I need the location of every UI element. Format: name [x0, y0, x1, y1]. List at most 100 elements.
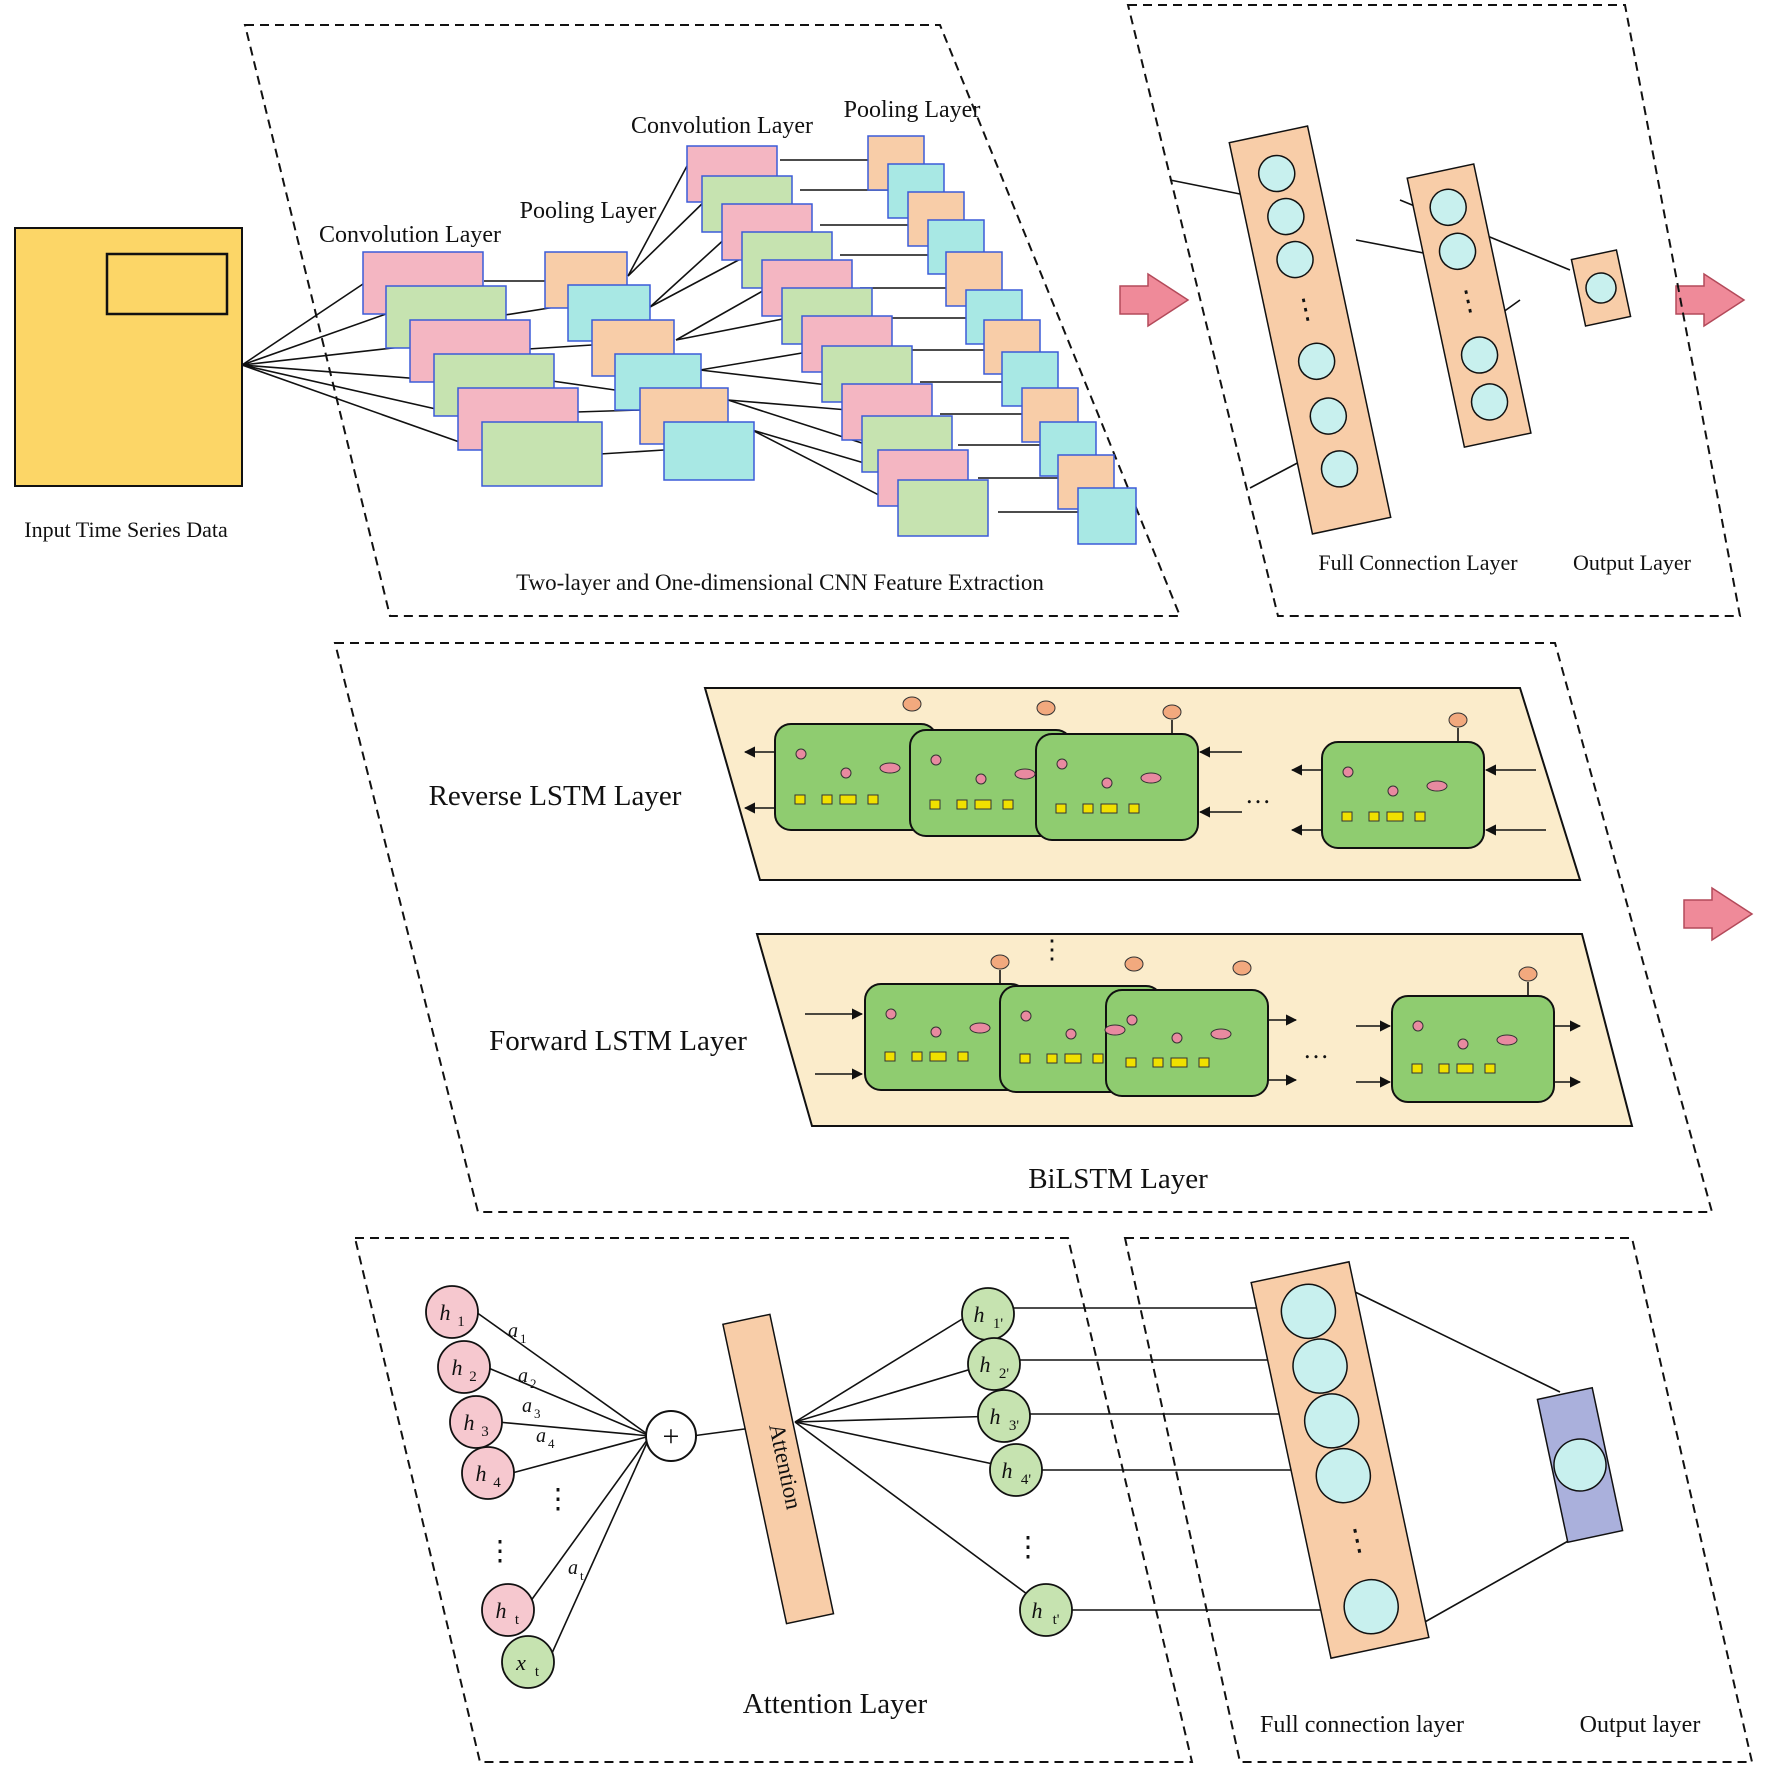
conv2-feature-map	[897, 479, 989, 537]
sum-node	[645, 1410, 697, 1462]
neuron	[1292, 1338, 1348, 1394]
forward-lstm-cells: … ⋮	[805, 935, 1582, 1103]
lstm-cell	[1035, 733, 1199, 841]
cnn-dashed-frame	[243, 24, 1182, 617]
input-node: x t	[501, 1635, 555, 1689]
forward-lstm-label: Forward LSTM Layer	[489, 1025, 747, 1057]
node-symbol: h	[990, 1404, 1001, 1429]
node-symbol: h	[1002, 1458, 1013, 1483]
lstm-output-node	[1124, 956, 1144, 972]
node-symbol: h	[1032, 1598, 1043, 1623]
weight-subscript: 1	[520, 1331, 527, 1346]
neuron	[1429, 188, 1467, 227]
lstm-output-node	[990, 954, 1010, 970]
weight-subscript: 3	[534, 1406, 541, 1421]
node-subscript: 1'	[993, 1316, 1004, 1332]
neuron	[1257, 154, 1296, 193]
hidden-state-node: h 2	[437, 1340, 491, 1394]
attention-input-lines	[475, 1311, 1036, 1663]
output-neuron	[1585, 272, 1617, 304]
node-symbol: h	[452, 1355, 463, 1380]
node-subscript: 1	[457, 1314, 465, 1330]
input-data-label: Input Time Series Data	[24, 517, 228, 542]
node-subscript: 2	[469, 1369, 477, 1385]
output-neuron	[1553, 1438, 1607, 1492]
fc-top-vdots: ⋮	[1451, 284, 1485, 320]
node-symbol: h	[476, 1461, 487, 1486]
weight-symbol: a	[518, 1365, 528, 1387]
node-symbol: h	[980, 1352, 991, 1377]
lstm-output-node	[1162, 704, 1182, 720]
fc-top-vdots: ⋮	[1289, 292, 1323, 328]
hidden-state-node: h 4	[461, 1446, 515, 1500]
node-subscript: t'	[1053, 1612, 1060, 1628]
hidden-state-node: h 1	[425, 1285, 479, 1339]
fc-bottom-dashed-frame	[1123, 1237, 1754, 1763]
attention-dashed-frame	[353, 1237, 1194, 1763]
node-subscript: 4	[493, 1475, 501, 1491]
cnn-caption: Two-layer and One-dimensional CNN Featur…	[516, 570, 1044, 595]
weight-symbol: a	[568, 1557, 578, 1579]
node-subscript: t	[515, 1612, 520, 1628]
conv-layer-1-stack	[362, 251, 603, 487]
conv-layer-2-stack	[686, 145, 989, 537]
flow-arrow-3	[1683, 886, 1754, 942]
fc-top-output	[1570, 249, 1632, 327]
lstm-cell	[1105, 989, 1269, 1097]
attention-weights: a 1 a 2 a 3 a 4 a t	[508, 1320, 584, 1583]
weighted-state-node: h t'	[1019, 1583, 1073, 1637]
pool-layer-1-stack	[544, 251, 755, 481]
input-window-box	[105, 252, 229, 316]
weight-symbol: a	[536, 1425, 546, 1447]
lstm-cell	[1391, 995, 1555, 1103]
input-data-box	[14, 227, 243, 487]
weight-subscript: t	[580, 1568, 584, 1583]
cnn-section: Input Time Series Data	[14, 24, 1182, 617]
node-subscript: 2'	[999, 1366, 1010, 1382]
sum-symbol: +	[663, 1420, 680, 1453]
weighted-state-node: h 4'	[989, 1443, 1043, 1497]
weighted-state-node: h 3'	[977, 1389, 1031, 1443]
fc-bottom-vdots: ⋮	[1339, 1521, 1375, 1560]
hidden-state-node: h t	[481, 1583, 535, 1637]
fc-top-label: Full Connection Layer	[1318, 550, 1518, 575]
neuron	[1320, 450, 1359, 488]
lstm-output-node	[902, 696, 922, 712]
neuron	[1309, 397, 1348, 435]
node-symbol: h	[464, 1410, 475, 1435]
output-top-label: Output Layer	[1573, 550, 1692, 575]
bilstm-label: BiLSTM Layer	[1028, 1163, 1208, 1195]
input-fan-lines	[241, 283, 483, 451]
fc-bottom-lines	[1014, 1269, 1571, 1637]
fc-section-top: ⋮ ⋮ Full Connection Layer Output Layer	[1126, 4, 1742, 617]
fc-top-dashed-frame	[1126, 4, 1742, 617]
attention-layer-label: Attention Layer	[743, 1688, 928, 1720]
weight-subscript: 2	[530, 1376, 537, 1391]
fc-top-bar-1: ⋮	[1228, 125, 1392, 535]
svg-text:h: h	[440, 1300, 451, 1325]
weighted-state-node: h 2'	[967, 1337, 1021, 1391]
bilstm-section: Reverse LSTM Layer Forward LSTM Layer Bi…	[333, 642, 1714, 1213]
fc-bottom-output	[1536, 1386, 1624, 1544]
attention-input-nodes: h 1 h 2 h 3 h 4 ⋮ ⋮ h t	[425, 1285, 572, 1689]
neuron	[1297, 342, 1336, 381]
weighted-state-node: h 1'	[961, 1287, 1015, 1341]
lstm-output-node	[1232, 960, 1252, 976]
fc-bottom-label: Full connection layer	[1260, 1712, 1464, 1738]
weight-subscript: 4	[548, 1436, 555, 1451]
reverse-lstm-label: Reverse LSTM Layer	[429, 780, 682, 812]
pool-layer-2-label: Pooling Layer	[844, 97, 981, 123]
reverse-ellipsis: …	[1245, 780, 1271, 809]
lstm-cell	[1321, 741, 1485, 849]
pool-layer-1-label: Pooling Layer	[520, 198, 657, 224]
node-subscript: 4'	[1021, 1472, 1032, 1488]
pool2-feature-map	[1077, 487, 1137, 545]
node-symbol: h	[496, 1598, 507, 1623]
attention-box: Attention	[722, 1313, 835, 1625]
attention-output-nodes: h 1' h 2' h 3' h 4' ⋮ h t'	[961, 1287, 1073, 1637]
node-symbol: h	[440, 1300, 451, 1325]
lstm-output-node	[1518, 966, 1538, 982]
forward-ellipsis: …	[1303, 1035, 1329, 1064]
node-subscript: 3	[481, 1424, 489, 1440]
